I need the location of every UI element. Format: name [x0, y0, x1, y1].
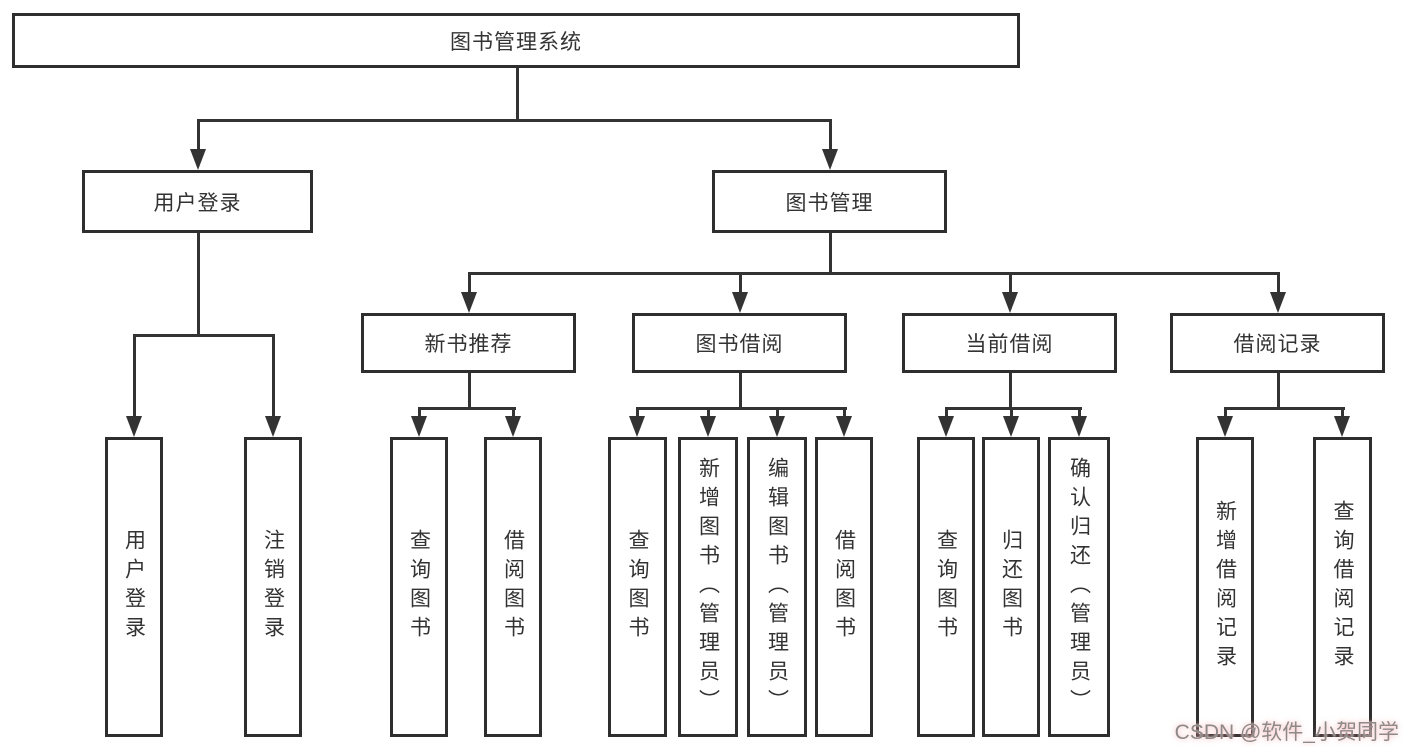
leaf-current-confirm-return-admin: 确认归还（管理员） [1048, 437, 1110, 737]
leaf-recommend-borrow-books: 借阅图书 [484, 437, 542, 737]
connector-line [197, 119, 200, 152]
leaf-records-add-record: 新增借阅记录 [1196, 437, 1254, 737]
arrow-down-icon [126, 416, 142, 437]
connector-line [272, 334, 275, 419]
connector-line [1078, 407, 1081, 419]
connector-line [945, 407, 1082, 410]
connector-line [636, 407, 639, 419]
connector-line [468, 272, 471, 295]
connector-line [1009, 272, 1012, 295]
connector-line [512, 407, 515, 419]
arrow-down-icon [1270, 292, 1286, 313]
leaf-current-return-books: 归还图书 [982, 437, 1040, 737]
leaf-label: 查询图书 [934, 529, 958, 645]
leaf-current-query-books: 查询图书 [917, 437, 975, 737]
arrow-down-icon [732, 292, 748, 313]
node-new-book-recommend-label: 新书推荐 [424, 333, 513, 356]
arrow-down-icon [836, 416, 852, 437]
connector-line [197, 119, 832, 122]
node-book-borrow-label: 图书借阅 [695, 333, 784, 356]
leaf-label: 确认归还（管理员） [1067, 456, 1091, 718]
arrow-down-icon [700, 416, 716, 437]
arrow-down-icon [629, 416, 645, 437]
leaf-records-query-record: 查询借阅记录 [1313, 437, 1372, 737]
connector-line [516, 68, 519, 121]
arrow-down-icon [505, 416, 521, 437]
leaf-borrow-query-books: 查询图书 [608, 437, 667, 737]
node-borrow-records: 借阅记录 [1170, 313, 1385, 373]
connector-line [829, 233, 832, 275]
connector-line [1009, 373, 1012, 410]
leaf-label: 查询图书 [626, 529, 649, 645]
connector-line [197, 233, 200, 337]
node-root: 图书管理系统 [12, 13, 1020, 68]
connector-line [1224, 407, 1227, 419]
connector-line [1277, 373, 1280, 410]
connector-line [418, 407, 421, 419]
connector-line [739, 272, 742, 295]
arrow-down-icon [938, 416, 954, 437]
connector-line [133, 334, 136, 419]
arrow-down-icon [461, 292, 477, 313]
node-borrow-records-label: 借阅记录 [1233, 333, 1322, 356]
leaf-label: 借阅图书 [832, 529, 856, 645]
connector-line [1224, 407, 1345, 410]
leaf-label: 查询图书 [407, 529, 431, 645]
leaf-label: 编辑图书（管理员） [765, 456, 789, 718]
leaf-label: 新增借阅记录 [1213, 500, 1237, 674]
node-book-management-label: 图书管理 [785, 191, 874, 215]
leaf-label: 查询借阅记录 [1331, 500, 1354, 674]
node-book-management: 图书管理 [712, 170, 947, 233]
leaf-label: 新增图书（管理员） [696, 456, 720, 718]
leaf-label: 借阅图书 [501, 529, 525, 645]
connector-line [133, 334, 275, 337]
arrow-down-icon [769, 416, 785, 437]
csdn-watermark: CSDN @软件_小贺同学 [1174, 721, 1399, 744]
connector-line [945, 407, 948, 419]
leaf-recommend-query-books: 查询图书 [390, 437, 448, 737]
arrow-down-icon [1217, 416, 1233, 437]
connector-line [1277, 272, 1280, 295]
node-user-login-label: 用户登录 [153, 191, 242, 215]
arrow-down-icon [1003, 416, 1019, 437]
connector-line [1341, 407, 1344, 419]
connector-line [739, 373, 742, 410]
arrow-down-icon [1071, 416, 1087, 437]
node-root-label: 图书管理系统 [450, 30, 582, 54]
arrow-down-icon [190, 149, 206, 170]
arrow-down-icon [1334, 416, 1350, 437]
connector-line [707, 407, 710, 419]
connector-line [843, 407, 846, 419]
node-book-borrow: 图书借阅 [632, 313, 847, 373]
leaf-user-login: 用户登录 [105, 437, 163, 737]
arrow-down-icon [1002, 292, 1018, 313]
leaf-logout: 注销登录 [244, 437, 302, 737]
arrow-down-icon [411, 416, 427, 437]
connector-line [829, 119, 832, 152]
arrow-down-icon [265, 416, 281, 437]
leaf-label: 注销登录 [261, 529, 285, 645]
leaf-borrow-add-books-admin: 新增图书（管理员） [678, 437, 738, 737]
leaf-borrow-edit-books-admin: 编辑图书（管理员） [747, 437, 807, 737]
node-new-book-recommend: 新书推荐 [361, 313, 576, 373]
node-current-borrow-label: 当前借阅 [965, 333, 1054, 356]
leaf-label: 用户登录 [122, 529, 146, 645]
connector-line [468, 272, 1280, 275]
leaf-borrow-borrow-books: 借阅图书 [815, 437, 873, 737]
connector-line [636, 407, 847, 410]
leaf-label: 归还图书 [999, 529, 1023, 645]
node-user-login: 用户登录 [82, 170, 313, 233]
connector-line [468, 373, 471, 410]
connector-line [1010, 407, 1013, 419]
connector-line [776, 407, 779, 419]
node-current-borrow: 当前借阅 [902, 313, 1117, 373]
arrow-down-icon [822, 149, 838, 170]
connector-line [418, 407, 516, 410]
